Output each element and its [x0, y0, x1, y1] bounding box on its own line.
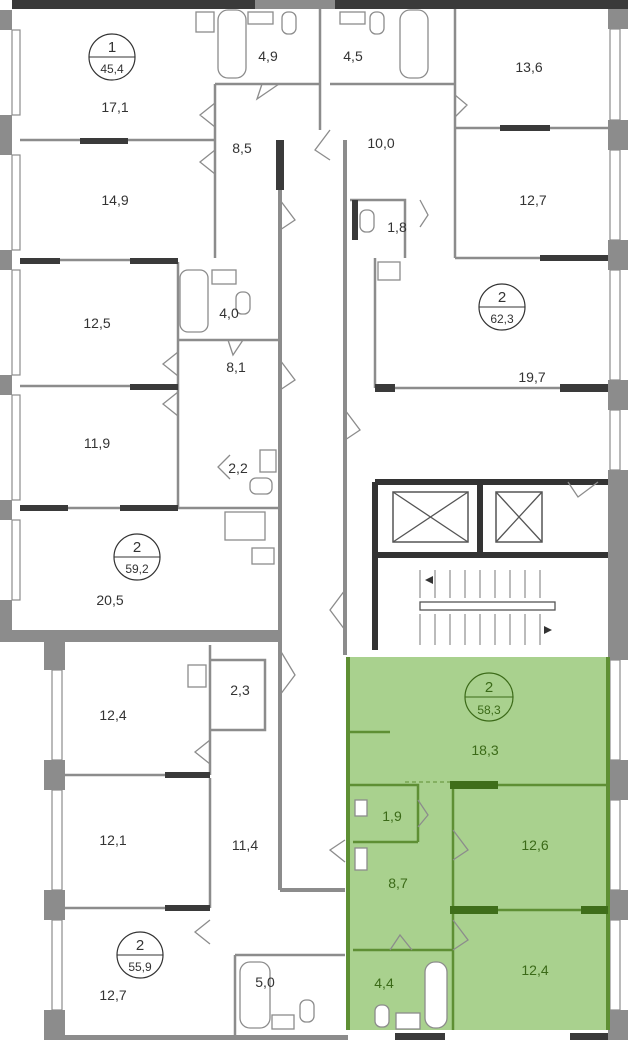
- room-area: 18,3: [471, 742, 498, 758]
- apartment-3[interactable]: 12,5 4,0 8,1 11,9 2,2 2 59,2 20,5: [83, 305, 248, 608]
- room-area: 2,2: [228, 460, 248, 476]
- room-area: 12,6: [521, 837, 548, 853]
- apartment-total-area: 55,9: [128, 960, 152, 974]
- apartment-rooms-count: 1: [108, 39, 116, 56]
- room-area: 4,0: [219, 305, 239, 321]
- apartment-4[interactable]: 12,4 2,3 12,1 11,4 2 55,9 12,7 5,0: [99, 682, 275, 1003]
- apartment-total-area: 59,2: [125, 562, 149, 576]
- room-area: 12,7: [519, 192, 546, 208]
- interior-walls: [20, 9, 608, 1035]
- fixtures: [161, 9, 599, 1030]
- room-area: 10,0: [367, 135, 394, 151]
- room-area: 8,7: [388, 875, 408, 891]
- highlighted-apartment-walls: [346, 657, 610, 1030]
- room-area: 13,6: [515, 59, 542, 75]
- apartment-rooms-count: 2: [136, 937, 144, 954]
- room-area: 4,9: [258, 48, 278, 64]
- apartment-rooms-count: 2: [498, 289, 506, 306]
- room-area: 12,7: [99, 987, 126, 1003]
- room-area: 12,4: [99, 707, 126, 723]
- room-area: 14,9: [101, 192, 128, 208]
- elevator-icon: [495, 491, 543, 543]
- room-area: 12,4: [521, 962, 548, 978]
- apartment-1[interactable]: 1 45,4 17,1 14,9 8,5 4,9: [88, 33, 278, 208]
- highlighted-apartment-fill[interactable]: [348, 657, 608, 1030]
- room-area: 4,5: [343, 48, 363, 64]
- room-area: 2,3: [230, 682, 250, 698]
- apartment-rooms-count: 2: [485, 679, 493, 696]
- room-area: 4,4: [374, 975, 394, 991]
- room-area: 20,5: [96, 592, 123, 608]
- room-area: 8,1: [226, 359, 246, 375]
- room-area: 17,1: [101, 99, 128, 115]
- room-area: 8,5: [232, 140, 252, 156]
- apartment-5-highlighted[interactable]: 2 58,3 18,3 1,9 12,6 8,7 12,4 4,4: [374, 672, 549, 991]
- room-area: 11,4: [232, 837, 258, 853]
- room-area: 19,7: [518, 369, 545, 385]
- room-area: 5,0: [255, 974, 275, 990]
- room-area: 1,8: [387, 219, 407, 235]
- apartment-total-area: 62,3: [490, 312, 514, 326]
- elevator-icon: [392, 491, 469, 543]
- room-area: 12,5: [83, 315, 110, 331]
- stairs-icon: [419, 570, 556, 645]
- apartment-2[interactable]: 4,5 13,6 10,0 12,7 1,8 2 62,3 19,7: [343, 48, 547, 385]
- apartment-total-area: 45,4: [100, 62, 124, 76]
- room-area: 11,9: [84, 435, 110, 451]
- room-area: 1,9: [382, 808, 402, 824]
- apartment-total-area: 58,3: [477, 703, 501, 717]
- apartment-rooms-count: 2: [133, 539, 141, 556]
- room-area: 12,1: [99, 832, 126, 848]
